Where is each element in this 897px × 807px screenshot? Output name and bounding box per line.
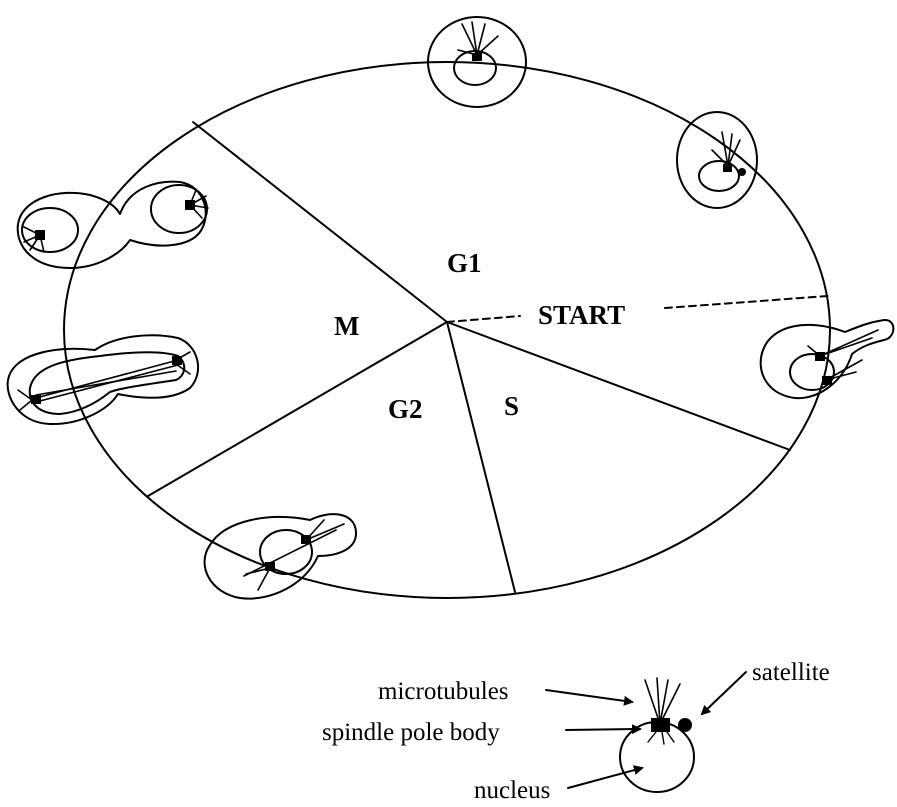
cell-anaphase-long-spindle bbox=[8, 335, 198, 424]
phase-label-start: START bbox=[538, 300, 625, 330]
g1-s-divider bbox=[447, 322, 790, 450]
legend-cell-example bbox=[620, 678, 694, 792]
cell-g1-satellite bbox=[677, 112, 757, 208]
spindle-pole-body-marker bbox=[651, 718, 670, 732]
phase-label-m: M bbox=[334, 311, 359, 341]
m-g1-divider bbox=[193, 122, 447, 322]
phase-label-g2: G2 bbox=[388, 394, 423, 424]
cell-budding-start bbox=[761, 320, 894, 398]
arrow-microtubules bbox=[546, 690, 632, 702]
arrow-satellite bbox=[702, 672, 746, 714]
phase-label-g1: G1 bbox=[447, 248, 482, 278]
legend-label-nucleus: nucleus bbox=[474, 777, 550, 804]
s-g2-divider bbox=[447, 322, 515, 592]
cell-telophase bbox=[18, 182, 208, 268]
phase-label-s: S bbox=[504, 391, 519, 421]
legend-label-spindle-pole-body: spindle pole body bbox=[322, 719, 500, 746]
legend-label-satellite: satellite bbox=[752, 659, 830, 686]
arrow-spindle-pole-body bbox=[566, 729, 640, 730]
cycle-ellipse bbox=[64, 62, 830, 598]
start-dashed-line-right bbox=[665, 296, 828, 308]
start-dashed-line bbox=[447, 316, 520, 322]
arrow-nucleus bbox=[568, 768, 642, 788]
satellite-marker bbox=[678, 718, 692, 732]
legend: microtubules spindle pole body satellite… bbox=[322, 659, 830, 804]
cell-cycle-wheel bbox=[64, 62, 830, 598]
legend-label-microtubules: microtubules bbox=[378, 678, 509, 705]
